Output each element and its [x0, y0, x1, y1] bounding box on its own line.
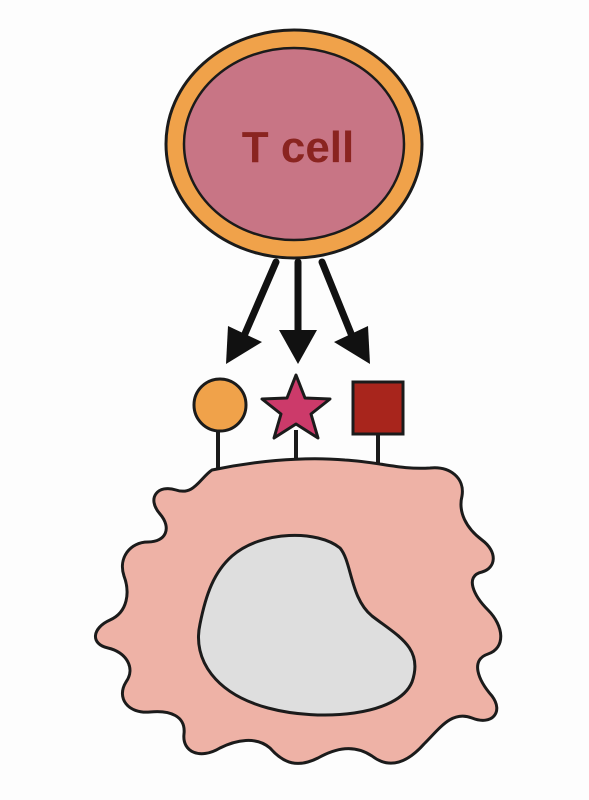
star-antigen-group — [260, 373, 332, 460]
t-cell-inner-body — [182, 46, 406, 242]
apc-nucleus — [197, 533, 417, 717]
square-antigen-icon — [351, 380, 405, 436]
circle-antigen-icon — [192, 377, 248, 433]
arrow-center — [279, 258, 317, 364]
t-cell: T cell — [164, 28, 424, 260]
arrows — [226, 258, 370, 364]
star-antigen-icon — [260, 373, 332, 440]
arrow-right — [318, 258, 370, 364]
circle-antigen-group — [192, 377, 248, 470]
t-cell-label: T cell — [242, 123, 355, 172]
surface-antigens — [192, 373, 405, 470]
antigen-presenting-cell — [94, 457, 503, 765]
square-antigen-group — [351, 380, 405, 464]
arrow-left — [226, 258, 280, 364]
